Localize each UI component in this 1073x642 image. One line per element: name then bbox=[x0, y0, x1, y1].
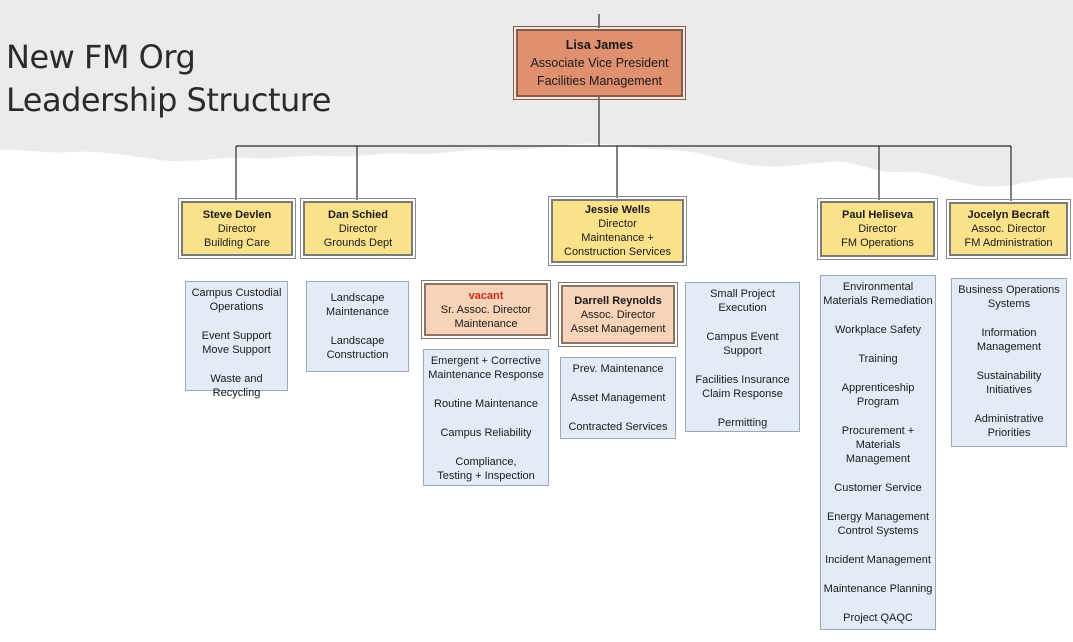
function-item: Materials Remediation bbox=[823, 295, 933, 307]
function-item: Contracted Services bbox=[568, 421, 668, 433]
director-title: Assoc. Director bbox=[971, 223, 1046, 235]
director-name: Dan Schied bbox=[328, 208, 388, 221]
page-title-line-2: Leadership Structure bbox=[6, 81, 331, 119]
director-box-wells: Jessie Wells Director Maintenance + Cons… bbox=[548, 196, 687, 266]
function-item: Testing + Inspection bbox=[437, 470, 535, 482]
avp-box: Lisa James Associate Vice President Faci… bbox=[513, 26, 686, 100]
manager-name: vacant bbox=[468, 289, 504, 302]
function-list-asset-management: Prev. Maintenance Asset Management Contr… bbox=[560, 357, 676, 439]
function-item: Incident Management bbox=[825, 554, 931, 566]
function-item: Move Support bbox=[202, 344, 271, 356]
function-item: Initiatives bbox=[986, 384, 1032, 396]
director-name: Jessie Wells bbox=[584, 204, 651, 216]
director-box-heliseva: Paul Heliseva Director FM Operations bbox=[817, 198, 938, 260]
page-title-line-1: New FM Org bbox=[6, 38, 196, 76]
function-list-maintenance: Emergent + Corrective Maintenance Respon… bbox=[423, 349, 549, 486]
function-item: Management bbox=[976, 341, 1042, 353]
function-item: Routine Maintenance bbox=[434, 398, 538, 410]
function-item: Prev. Maintenance bbox=[572, 363, 664, 375]
director-title: Director bbox=[598, 218, 637, 230]
function-list-construction-services: Small Project Execution Campus Event Sup… bbox=[685, 282, 800, 432]
function-list-building-care: Campus Custodial Operations Event Suppor… bbox=[185, 281, 288, 399]
function-item: Event Support bbox=[201, 330, 272, 342]
director-department: Maintenance + bbox=[581, 232, 654, 244]
director-title: Director bbox=[858, 223, 897, 235]
function-item: Procurement + bbox=[841, 425, 915, 437]
function-item: Maintenance Planning bbox=[823, 583, 933, 595]
function-item: Support bbox=[723, 345, 762, 357]
director-department: FM Operations bbox=[841, 237, 914, 249]
function-list-grounds: Landscape Maintenance Landscape Construc… bbox=[306, 281, 409, 372]
function-item: Environmental bbox=[842, 281, 914, 293]
function-item: Training bbox=[858, 353, 898, 365]
function-item: Claim Response bbox=[702, 388, 783, 400]
function-item: Maintenance bbox=[326, 306, 389, 318]
director-box-becraft: Jocelyn Becraft Assoc. Director FM Admin… bbox=[946, 199, 1071, 259]
function-item: Workplace Safety bbox=[834, 324, 921, 336]
director-name: Jocelyn Becraft bbox=[967, 209, 1050, 221]
function-item: Customer Service bbox=[834, 482, 922, 494]
director-department: Construction Services bbox=[564, 246, 671, 258]
function-item: Control Systems bbox=[837, 525, 919, 537]
function-list-fm-administration: Business Operations Systems Information … bbox=[951, 278, 1067, 447]
avp-department: Facilities Management bbox=[536, 74, 663, 88]
function-item: Permitting bbox=[717, 417, 768, 429]
function-item: Waste and Recycling bbox=[210, 373, 263, 399]
manager-title: Assoc. Director bbox=[580, 308, 656, 321]
function-item: Administrative bbox=[974, 413, 1044, 425]
manager-department: Maintenance bbox=[454, 317, 518, 330]
function-list-fm-operations: Environmental Materials Remediation Work… bbox=[820, 275, 936, 630]
function-item: Program bbox=[856, 396, 900, 408]
function-item: Management bbox=[845, 453, 911, 465]
manager-department: Asset Management bbox=[570, 322, 666, 335]
function-item: Maintenance Response bbox=[428, 369, 544, 381]
director-box-schied: Dan Schied Director Grounds Dept bbox=[300, 198, 416, 259]
avp-title: Associate Vice President bbox=[530, 56, 669, 70]
director-name: Steve Devlen bbox=[202, 208, 272, 221]
function-item: Project QAQC bbox=[843, 612, 913, 624]
function-item: Sustainability bbox=[976, 370, 1042, 382]
function-item: Small Project bbox=[710, 288, 775, 300]
function-item: Energy Management bbox=[826, 511, 930, 523]
function-item: Landscape bbox=[330, 335, 385, 347]
function-item: Compliance, bbox=[455, 456, 517, 468]
function-item: Construction bbox=[326, 349, 389, 361]
director-title: Director bbox=[338, 222, 378, 235]
avp-name: Lisa James bbox=[565, 38, 634, 52]
function-item: Operations bbox=[209, 301, 264, 313]
function-item: Business Operations bbox=[958, 284, 1060, 296]
function-item: Campus Custodial bbox=[191, 287, 282, 299]
function-item: Apprenticeship bbox=[841, 382, 915, 394]
manager-name: Darrell Reynolds bbox=[574, 294, 662, 307]
director-department: FM Administration bbox=[964, 237, 1053, 249]
function-item: Information bbox=[981, 327, 1037, 339]
function-item: Systems bbox=[987, 298, 1031, 310]
function-item: Emergent + Corrective bbox=[430, 355, 542, 367]
director-title: Director bbox=[217, 222, 257, 235]
function-item: Campus Reliability bbox=[440, 427, 532, 439]
director-box-devlen: Steve Devlen Director Building Care bbox=[178, 198, 296, 259]
manager-box-vacant: vacant Sr. Assoc. Director Maintenance bbox=[421, 280, 551, 339]
function-item: Priorities bbox=[987, 427, 1031, 439]
function-item: Execution bbox=[718, 302, 767, 314]
director-department: Grounds Dept bbox=[323, 236, 393, 249]
manager-title: Sr. Assoc. Director bbox=[440, 303, 532, 316]
director-name: Paul Heliseva bbox=[842, 209, 913, 221]
director-department: Building Care bbox=[203, 236, 271, 249]
function-item: Facilities Insurance bbox=[695, 374, 790, 386]
manager-box-reynolds: Darrell Reynolds Assoc. Director Asset M… bbox=[558, 282, 678, 347]
function-item: Materials bbox=[855, 439, 901, 451]
function-item: Landscape bbox=[330, 292, 385, 304]
function-item: Asset Management bbox=[570, 392, 666, 404]
function-item: Campus Event bbox=[706, 331, 779, 343]
